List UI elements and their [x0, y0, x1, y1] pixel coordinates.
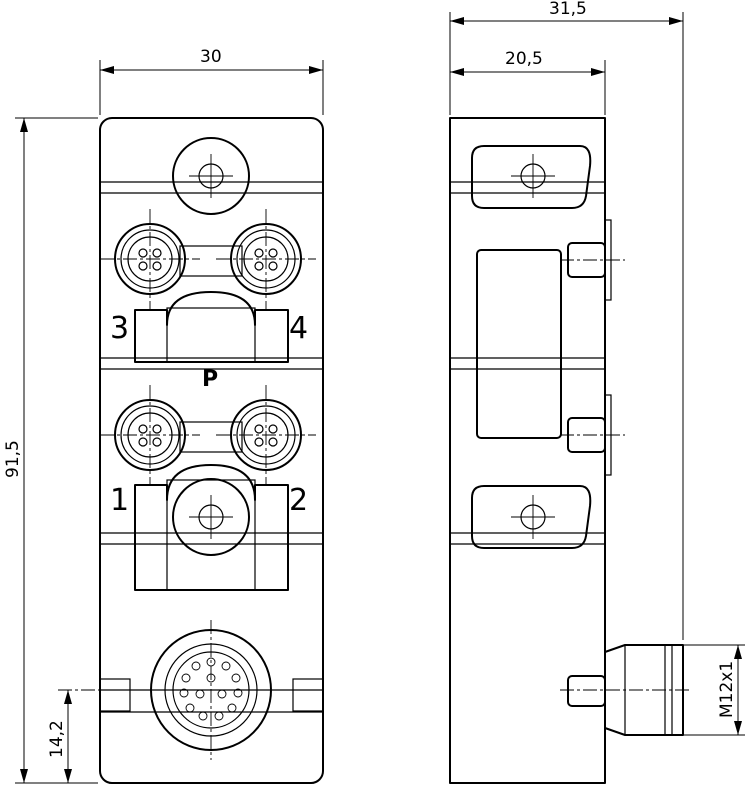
port-label-2: 2	[289, 483, 308, 518]
side-view	[449, 117, 690, 784]
dim-body-depth-label: 20,5	[505, 49, 543, 69]
dim-front-width-label: 30	[200, 47, 222, 67]
side-mounting-tab-bottom	[471, 485, 592, 549]
dimension-thread: M12x1	[683, 644, 745, 736]
side-housing-outline	[449, 117, 606, 784]
dim-total-depth-label: 31,5	[549, 0, 587, 19]
front-view: 3 4 1 2 P	[58, 117, 324, 784]
lower-mounting-screw	[172, 478, 250, 556]
m12-connector-pins	[179, 657, 243, 721]
port-label-4: 4	[289, 311, 308, 346]
clip-right	[292, 678, 324, 712]
dimension-height: 91,5	[3, 117, 98, 784]
side-mounting-tab-top	[471, 145, 592, 209]
label-window-lower	[134, 464, 289, 591]
dimension-front-width: 30	[99, 47, 324, 115]
socket-bridge-upper	[179, 245, 243, 277]
dim-thread-label: M12x1	[717, 661, 737, 718]
clip-left	[99, 678, 131, 712]
front-housing-outline	[99, 117, 324, 784]
top-mounting-screw	[172, 137, 250, 215]
port-label-3: 3	[110, 311, 129, 346]
dim-height-label: 91,5	[3, 440, 23, 478]
socket-port-3	[99, 208, 201, 310]
side-tab-top-crosshair-icon	[510, 153, 556, 199]
parameter-port-label: P	[202, 367, 218, 392]
label-window-upper	[134, 291, 289, 363]
side-m12-stub	[567, 675, 606, 707]
dim-connector-offset-label: 14,2	[47, 720, 67, 758]
socket-port-2	[215, 384, 317, 486]
dimension-total-depth: 31,5	[449, 0, 684, 640]
socket-bridge-lower	[179, 421, 243, 453]
dimension-body-depth: 20,5	[450, 49, 606, 115]
port-label-1: 1	[110, 483, 129, 518]
top-screw-crosshair-icon	[188, 153, 234, 199]
side-label-window	[476, 249, 562, 439]
dimension-connector-offset: 14,2	[47, 690, 72, 783]
